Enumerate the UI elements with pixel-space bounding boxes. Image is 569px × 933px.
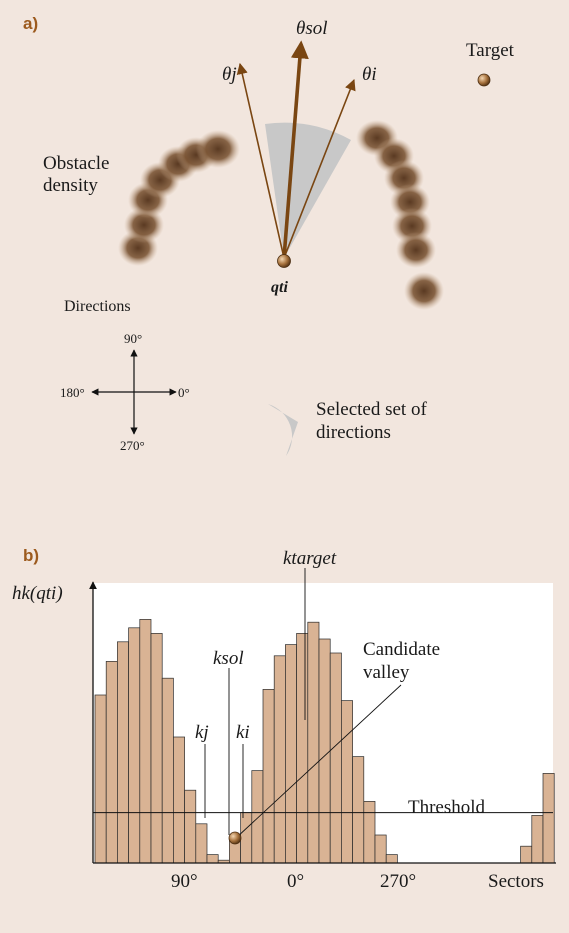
histogram-bar	[173, 737, 184, 863]
histogram-bar	[532, 815, 543, 863]
histogram-bar	[364, 801, 375, 863]
histogram-bar	[185, 790, 196, 863]
k-sol-label: ksol	[213, 648, 244, 670]
histogram-bar	[140, 619, 151, 863]
histogram-bar	[386, 855, 397, 863]
histogram-bar	[319, 639, 330, 863]
histogram-bar	[151, 633, 162, 863]
histogram-bar	[106, 661, 117, 863]
histogram-bar	[330, 653, 341, 863]
histogram-bar	[263, 689, 274, 863]
histogram-bar	[375, 835, 386, 863]
histogram-bar	[521, 846, 532, 863]
histogram-bar	[543, 773, 554, 863]
threshold-label: Threshold	[408, 797, 485, 819]
histogram-bar	[308, 622, 319, 863]
x-tick-270: 270°	[380, 871, 416, 893]
histogram-bar	[252, 771, 263, 863]
histogram-bar	[341, 701, 352, 863]
candidate-valley-marker	[229, 832, 241, 844]
histogram-bar	[297, 633, 308, 863]
x-tick-90: 90°	[171, 871, 198, 893]
histogram-bar	[129, 628, 140, 863]
candidate-valley-line2: valley	[363, 661, 440, 684]
histogram-bar	[241, 813, 252, 863]
histogram-bar	[162, 678, 173, 863]
x-axis-label: Sectors	[488, 871, 544, 893]
candidate-valley-line1: Candidate	[363, 638, 440, 661]
histogram-bar	[117, 642, 128, 863]
y-axis-label: hk(qti)	[12, 583, 63, 605]
histogram-bar	[285, 645, 296, 863]
histogram-bar	[353, 757, 364, 863]
histogram-bar	[95, 695, 106, 863]
k-j-label: kj	[195, 722, 209, 744]
histogram-bar	[196, 824, 207, 863]
candidate-valley-label: Candidate valley	[363, 638, 440, 684]
histogram-bar	[274, 656, 285, 863]
k-target-label: ktarget	[283, 548, 336, 570]
k-i-label: ki	[236, 722, 250, 744]
histogram-bar	[207, 855, 218, 863]
x-tick-0: 0°	[287, 871, 304, 893]
